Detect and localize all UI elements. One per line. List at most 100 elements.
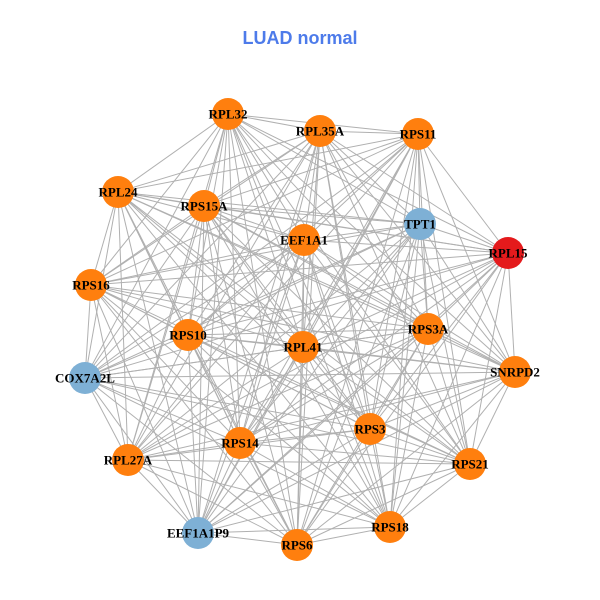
node-label: RPL41 xyxy=(284,340,323,355)
edge-RPS21-RPS6 xyxy=(296,463,471,546)
edge-RPS15A-RPS10 xyxy=(187,205,205,336)
edge-TPT1-EEF1A1 xyxy=(303,223,421,241)
edge-SNRPD2-RPS18 xyxy=(389,371,516,528)
edge-RPL24-RPS18 xyxy=(117,191,391,528)
node-RPS21: RPS21 xyxy=(451,448,489,480)
edge-SNRPD2-COX7A2L xyxy=(84,371,516,379)
edge-RPL24-RPL41 xyxy=(117,191,304,348)
edge-RPL35A-RPL24 xyxy=(117,130,321,193)
edge-SNRPD2-RPS3 xyxy=(369,371,516,430)
node-circle xyxy=(182,517,214,549)
node-circle xyxy=(224,427,256,459)
node-circle xyxy=(304,115,336,147)
node-SNRPD2: SNRPD2 xyxy=(490,356,540,388)
edge-RPL15-RPS16 xyxy=(90,252,509,286)
edge-EEF1A1P9-RPS6 xyxy=(197,532,298,546)
edge-TPT1-RPS3A xyxy=(419,223,429,330)
node-circle xyxy=(281,529,313,561)
edge-RPS11-EEF1A1 xyxy=(303,133,419,241)
edge-RPL24-RPS16 xyxy=(90,191,119,286)
edge-EEF1A1-RPS16 xyxy=(90,239,305,286)
node-circle xyxy=(454,448,486,480)
edge-RPL32-RPS16 xyxy=(90,113,229,286)
edge-RPS15A-RPS16 xyxy=(90,205,205,286)
edge-RPS11-RPS3 xyxy=(369,133,419,430)
edge-EEF1A1-SNRPD2 xyxy=(303,239,516,373)
node-label: EEF1A1P9 xyxy=(167,526,230,541)
edge-EEF1A1-RPS3A xyxy=(303,239,429,330)
edge-RPS3A-RPL27A xyxy=(127,328,429,461)
node-label: RPS14 xyxy=(221,436,259,451)
edge-RPS10-RPS18 xyxy=(187,334,391,528)
edge-RPS3-RPS18 xyxy=(369,428,391,528)
edge-RPL15-RPS3 xyxy=(369,252,509,430)
edge-RPL32-RPL24 xyxy=(117,113,229,193)
edge-RPL15-COX7A2L xyxy=(84,252,509,379)
edge-SNRPD2-EEF1A1P9 xyxy=(197,371,516,534)
edge-RPS11-RPL24 xyxy=(117,133,419,193)
edge-RPS16-RPL27A xyxy=(90,284,129,461)
node-RPS11: RPS11 xyxy=(400,118,436,150)
node-label: RPL15 xyxy=(489,246,529,261)
node-RPS10: RPS10 xyxy=(169,319,207,351)
edge-SNRPD2-RPL27A xyxy=(127,371,516,461)
edge-RPS15A-RPS14 xyxy=(203,205,241,444)
edge-RPL41-RPL27A xyxy=(127,346,304,461)
node-RPS14: RPS14 xyxy=(221,427,259,459)
edge-RPS10-RPL27A xyxy=(127,334,189,461)
node-label: RPS18 xyxy=(371,520,409,535)
node-RPL15: RPL15 xyxy=(489,237,529,269)
node-circle xyxy=(492,237,524,269)
edge-EEF1A1-RPS3 xyxy=(303,239,371,430)
node-label: RPS16 xyxy=(72,278,110,293)
edge-RPL32-RPS3A xyxy=(227,113,429,330)
node-label: EEF1A1 xyxy=(280,233,328,248)
node-EEF1A1: EEF1A1 xyxy=(280,224,328,256)
edge-RPL32-TPT1 xyxy=(227,113,421,225)
edge-RPS10-RPS14 xyxy=(187,334,241,444)
edge-RPS10-EEF1A1P9 xyxy=(187,334,199,534)
node-RPL41: RPL41 xyxy=(284,331,323,363)
edge-RPS15A-RPS3 xyxy=(203,205,371,430)
node-circle xyxy=(188,190,220,222)
edge-RPL15-SNRPD2 xyxy=(507,252,516,373)
edge-RPL35A-COX7A2L xyxy=(84,130,321,379)
node-label: RPS6 xyxy=(281,538,313,553)
edge-RPL35A-TPT1 xyxy=(319,130,421,225)
node-circle xyxy=(112,444,144,476)
edge-RPS14-RPS21 xyxy=(239,442,471,465)
node-label: SNRPD2 xyxy=(490,365,540,380)
edge-RPS16-EEF1A1P9 xyxy=(90,284,199,534)
node-EEF1A1P9: EEF1A1P9 xyxy=(167,517,230,549)
node-label: RPS3A xyxy=(408,322,449,337)
edge-RPL24-RPS3A xyxy=(117,191,429,330)
edge-RPL32-RPL15 xyxy=(227,113,509,254)
edge-RPL35A-RPS11 xyxy=(319,130,419,135)
edge-RPS3A-EEF1A1P9 xyxy=(197,328,429,534)
edge-RPS15A-RPL27A xyxy=(127,205,205,461)
edge-RPL24-EEF1A1P9 xyxy=(117,191,199,534)
node-circle xyxy=(288,224,320,256)
edge-RPS10-COX7A2L xyxy=(84,334,189,379)
node-TPT1: TPT1 xyxy=(404,208,436,240)
edge-RPS3-RPS6 xyxy=(296,428,371,546)
edge-RPS16-RPS6 xyxy=(90,284,298,546)
edge-RPL41-RPS6 xyxy=(296,346,304,546)
edge-RPS3A-RPS21 xyxy=(427,328,471,465)
edge-RPL15-EEF1A1P9 xyxy=(197,252,509,534)
edge-EEF1A1-RPS21 xyxy=(303,239,471,465)
edge-RPS3A-RPS14 xyxy=(239,328,429,444)
node-label: RPL32 xyxy=(209,107,248,122)
edge-RPS11-RPS15A xyxy=(203,133,419,207)
node-RPS6: RPS6 xyxy=(281,529,313,561)
edge-RPS16-RPS3A xyxy=(90,284,429,330)
edge-RPL15-RPS10 xyxy=(187,252,509,336)
edge-RPL41-RPS3 xyxy=(302,346,371,430)
edge-RPL35A-RPS14 xyxy=(239,130,321,444)
node-label: RPS15A xyxy=(181,199,229,214)
node-circle xyxy=(354,413,386,445)
edge-SNRPD2-RPS14 xyxy=(239,371,516,444)
node-COX7A2L: COX7A2L xyxy=(55,362,115,394)
node-circle xyxy=(75,269,107,301)
